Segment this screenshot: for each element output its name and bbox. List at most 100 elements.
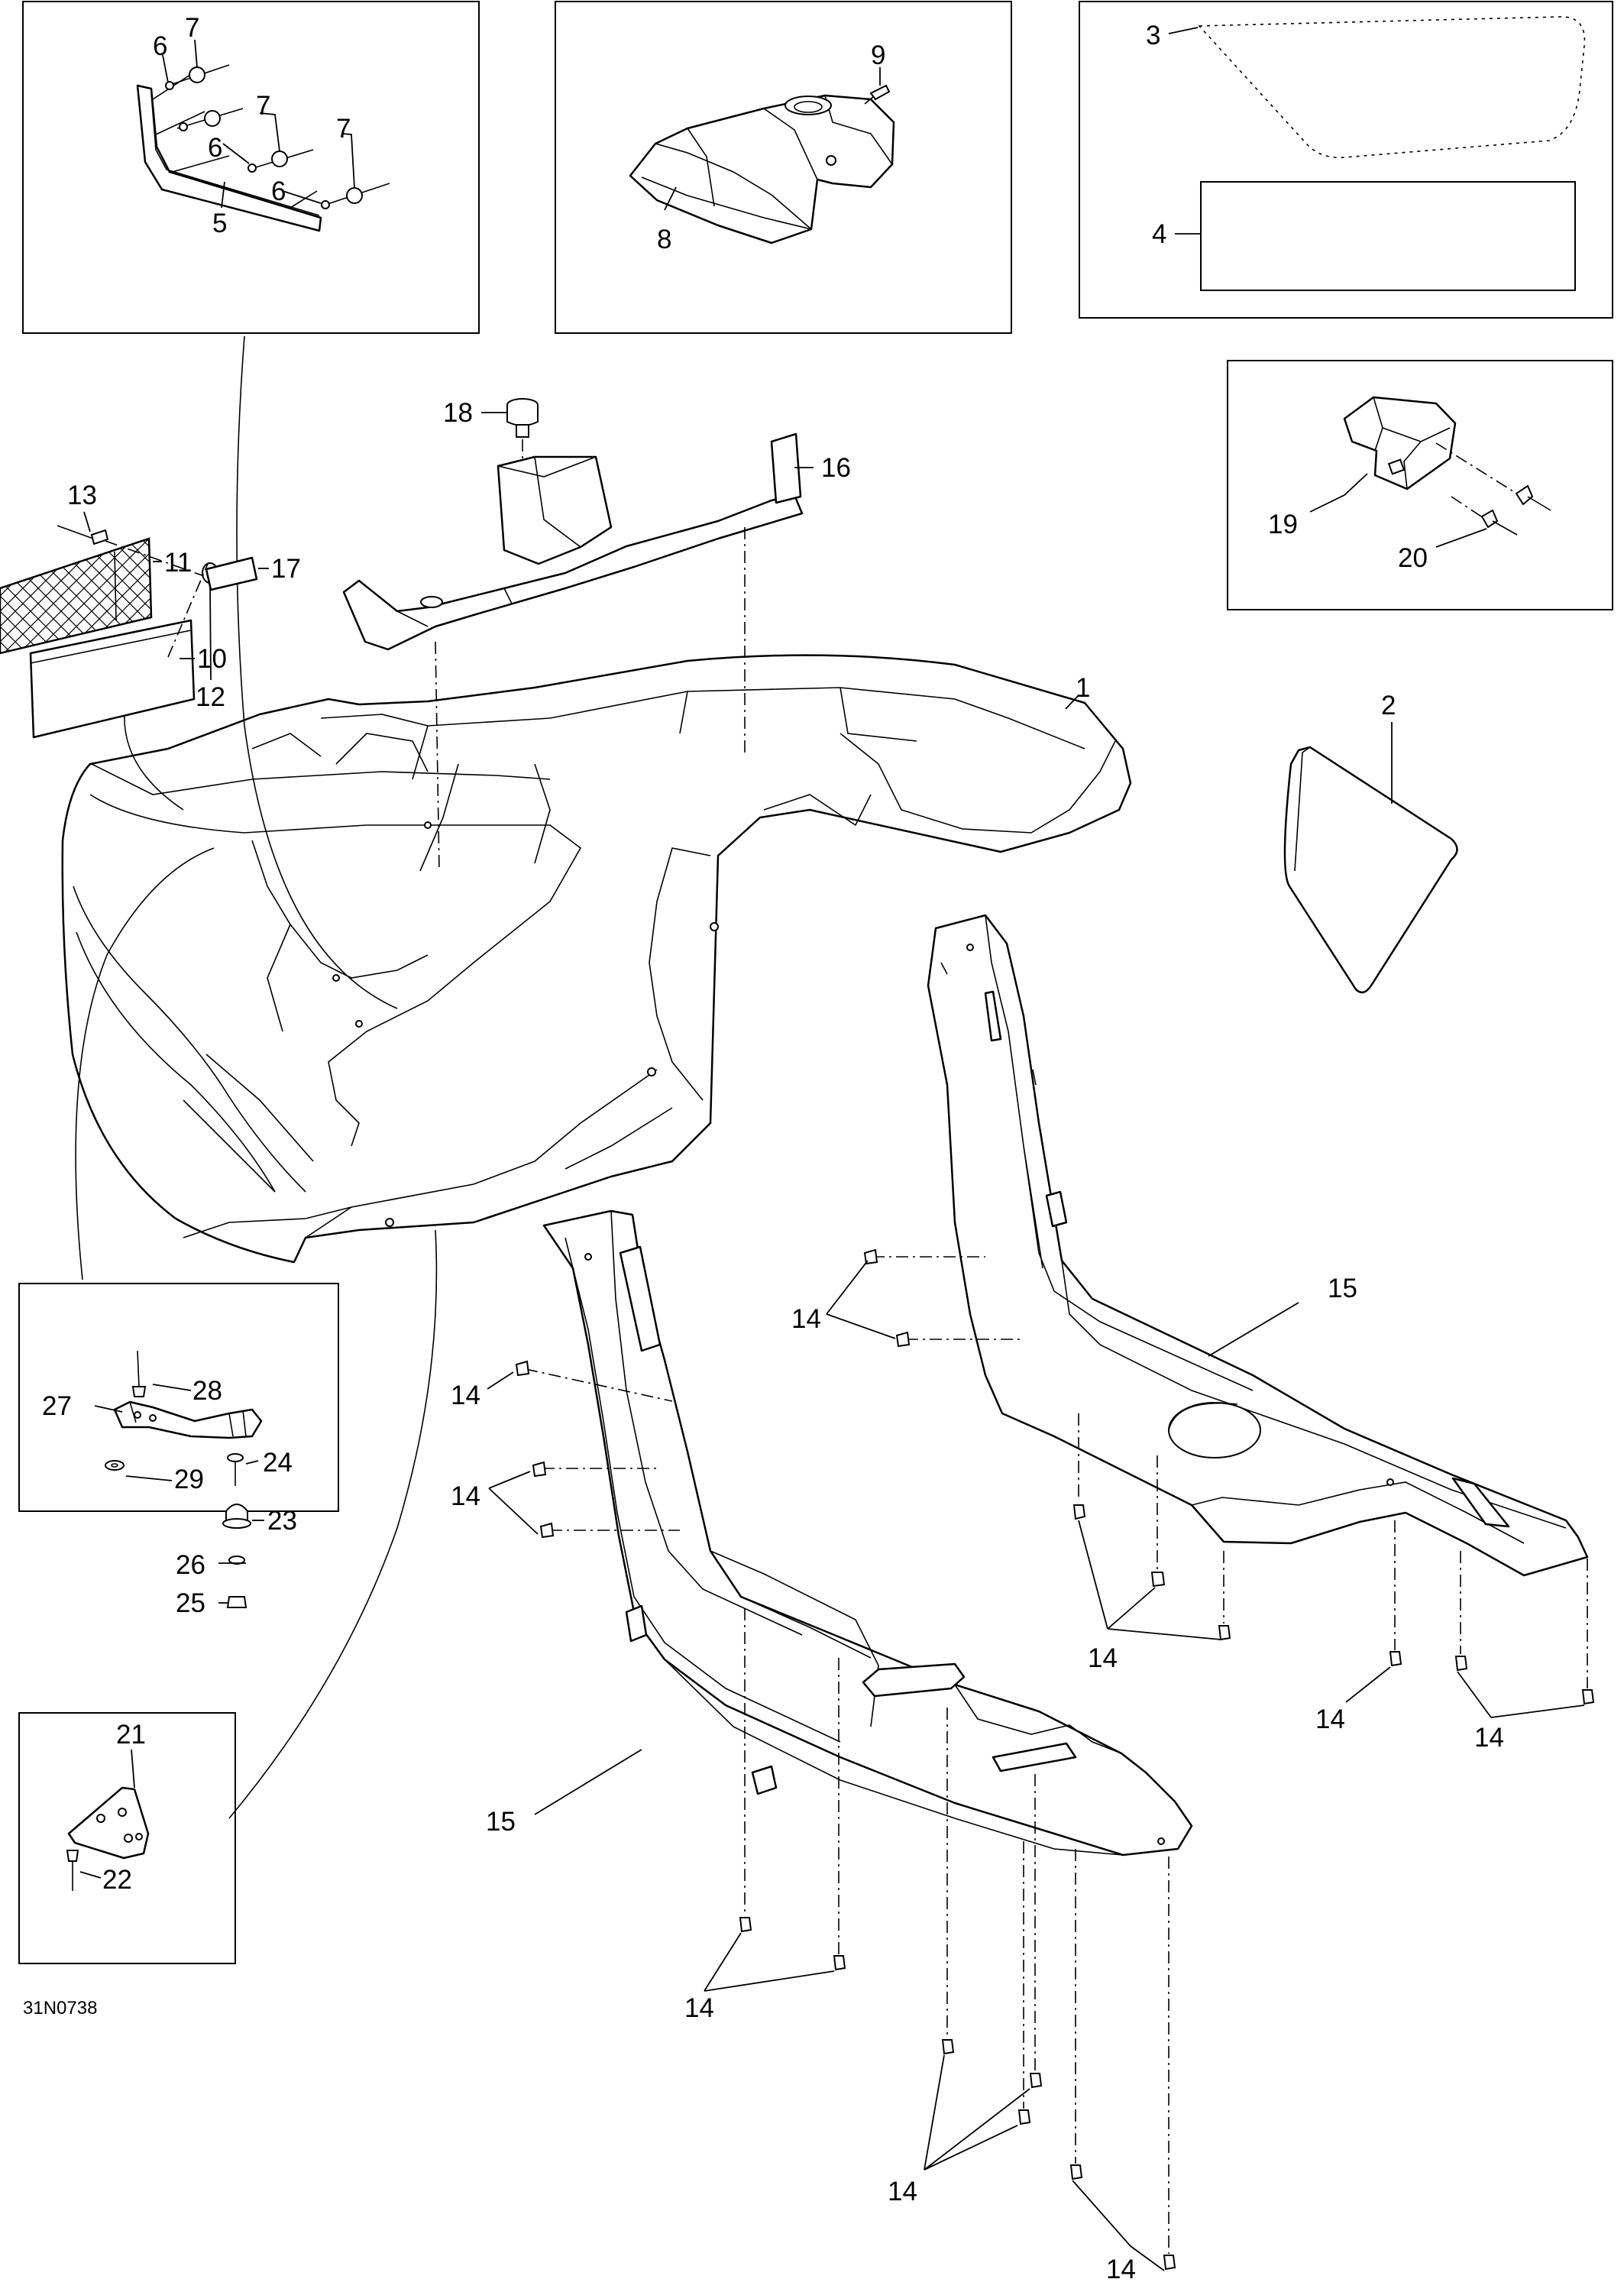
- cover-part-8: [629, 94, 895, 244]
- drawing-code: 31N0738: [23, 1998, 97, 2018]
- bracket-part-15-right: [927, 914, 1589, 1577]
- label-14-right-b: 14: [1088, 1643, 1118, 1673]
- leader-curve-handle: [75, 847, 215, 1280]
- label-24: 24: [263, 1448, 293, 1478]
- label-13: 13: [67, 481, 97, 510]
- detail-box-clip: [1227, 360, 1613, 610]
- label-2: 2: [1381, 691, 1396, 720]
- label-6-c: 6: [271, 176, 286, 206]
- label-22: 22: [102, 1865, 132, 1895]
- detail-box-plate: [18, 1712, 236, 1964]
- label-7-b: 7: [256, 91, 270, 121]
- label-23: 23: [267, 1506, 297, 1536]
- label-14-right-d: 14: [1474, 1723, 1504, 1753]
- rivet-part-22: [66, 1850, 79, 1891]
- label-20: 20: [1398, 543, 1428, 573]
- detail-box-trim-strip: [22, 1, 480, 334]
- label-5: 5: [212, 209, 227, 238]
- label-18: 18: [443, 398, 473, 428]
- axis-20: [1451, 496, 1489, 522]
- axis-13: [105, 540, 207, 578]
- label-26: 26: [176, 1550, 205, 1580]
- label-14-lower-e: 14: [1106, 2255, 1136, 2284]
- label-4: 4: [1152, 219, 1166, 249]
- leaders-box-5: [94, 1384, 264, 1604]
- rivet-part-19: [1515, 484, 1551, 511]
- panel-part-2: [1283, 746, 1458, 994]
- trim-strip-part-5: [136, 70, 322, 232]
- label-1: 1: [1076, 673, 1090, 703]
- detail-box-decals: [1079, 1, 1613, 319]
- label-7-c: 7: [336, 114, 351, 144]
- label-29: 29: [174, 1465, 204, 1494]
- label-14-lower-b: 14: [451, 1481, 480, 1511]
- leader-8: [664, 186, 677, 211]
- washer-part-26: [228, 1556, 245, 1565]
- label-6-b: 6: [208, 133, 222, 163]
- decal-part-3: [1198, 16, 1586, 158]
- axis-12: [167, 563, 209, 658]
- foam-edge: [30, 630, 192, 664]
- rivet-part-28: [131, 1350, 147, 1397]
- leader-1: [1065, 694, 1079, 710]
- fastener-group-6-7: [165, 64, 390, 209]
- label-17: 17: [271, 554, 301, 584]
- screw-part-13: [57, 525, 109, 545]
- callouts-box-1: [162, 39, 355, 209]
- screw-part-9: [864, 84, 891, 105]
- label-28: 28: [192, 1376, 222, 1406]
- plate-part-21: [67, 1786, 150, 1860]
- pad-part-17: [205, 556, 258, 591]
- detail-box-handle: [18, 1283, 339, 1512]
- label-14-right-c: 14: [1315, 1704, 1345, 1734]
- hull-liner-part-1: [61, 654, 1132, 1264]
- label-14-right-a: 14: [791, 1304, 821, 1334]
- label-7-a: 7: [185, 13, 199, 43]
- decal-part-4: [1200, 181, 1576, 291]
- leader-curve-top-left: [236, 335, 398, 1009]
- fasteners-14-lower: [515, 1360, 1176, 2271]
- nut-part-25: [226, 1596, 247, 1608]
- clip-part-19: [1343, 396, 1457, 490]
- label-21: 21: [116, 1720, 146, 1750]
- label-11: 11: [164, 548, 192, 578]
- label-15-lower: 15: [486, 1807, 516, 1837]
- handle-part-27: [113, 1400, 263, 1439]
- label-14-lower-d: 14: [888, 2177, 917, 2206]
- bracket-part-16: [342, 432, 804, 651]
- bumper-part-18: [506, 398, 539, 438]
- label-27: 27: [42, 1391, 72, 1421]
- axis-16-a: [435, 641, 440, 872]
- screw-part-24: [227, 1453, 244, 1486]
- leader-22: [79, 1871, 102, 1879]
- axis-19: [1435, 442, 1522, 497]
- foam-part-10: [29, 619, 196, 739]
- leader-3: [1168, 27, 1199, 34]
- label-6-a: 6: [153, 31, 167, 61]
- label-10: 10: [197, 644, 227, 674]
- leader-19: [1309, 473, 1368, 513]
- label-14-lower-a: 14: [451, 1381, 480, 1410]
- label-14-lower-c: 14: [684, 1993, 714, 2023]
- net-part-11: [0, 537, 153, 655]
- label-19: 19: [1268, 510, 1298, 539]
- leader-curve-plate: [228, 1229, 438, 1819]
- label-9: 9: [871, 40, 885, 70]
- leader-12: [209, 584, 212, 681]
- fasteners-14-right: [863, 1248, 1595, 1705]
- leaders-right-bracket: [826, 1260, 1585, 1718]
- rivet-part-20: [1480, 509, 1518, 536]
- bracket-part-15-lower: [542, 1209, 1193, 1857]
- label-16: 16: [821, 453, 851, 483]
- leaders-lower-bracket: [487, 1371, 1165, 2271]
- label-25: 25: [176, 1588, 205, 1618]
- net-fold-line: [114, 551, 117, 621]
- label-8: 8: [657, 225, 671, 254]
- label-15-right: 15: [1328, 1274, 1357, 1303]
- washer-part-29: [105, 1460, 125, 1471]
- leader-20: [1435, 528, 1487, 548]
- detail-box-cover: [555, 1, 1012, 334]
- leader-21: [131, 1749, 135, 1789]
- label-12: 12: [196, 682, 225, 712]
